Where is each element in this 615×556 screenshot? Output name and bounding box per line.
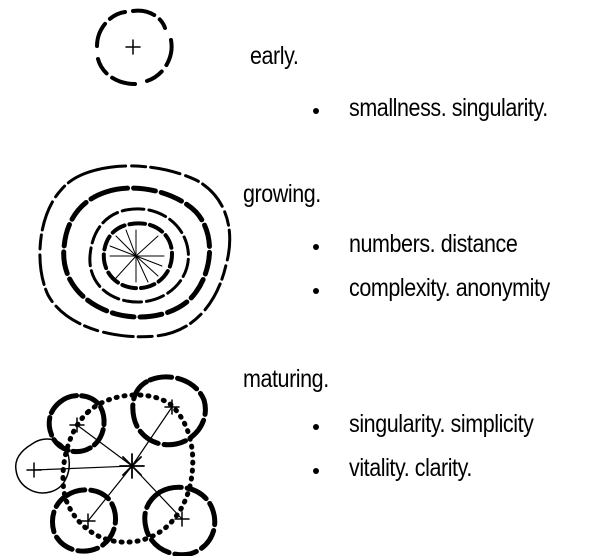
bullet-icon <box>313 108 319 114</box>
growing-heading: growing. <box>243 180 321 209</box>
maturing-stage-cluster-figure <box>10 370 230 556</box>
bullet-icon <box>313 424 319 430</box>
maturing-heading: maturing. <box>243 365 329 394</box>
growing-stage-rings-figure <box>36 160 236 340</box>
bullet-icon <box>313 468 319 474</box>
bullet-text: vitality. clarity. <box>349 454 472 483</box>
early-stage-circle-figure <box>85 4 185 89</box>
bullet-icon <box>313 288 319 294</box>
bullet-text: numbers. distance <box>349 230 517 259</box>
bullet-text: complexity. anonymity <box>349 274 550 303</box>
bullet-icon <box>313 244 319 250</box>
bullet-text: smallness. singularity. <box>349 94 548 123</box>
bullet-text: singularity. simplicity <box>349 410 533 439</box>
early-heading: early. <box>250 42 298 71</box>
